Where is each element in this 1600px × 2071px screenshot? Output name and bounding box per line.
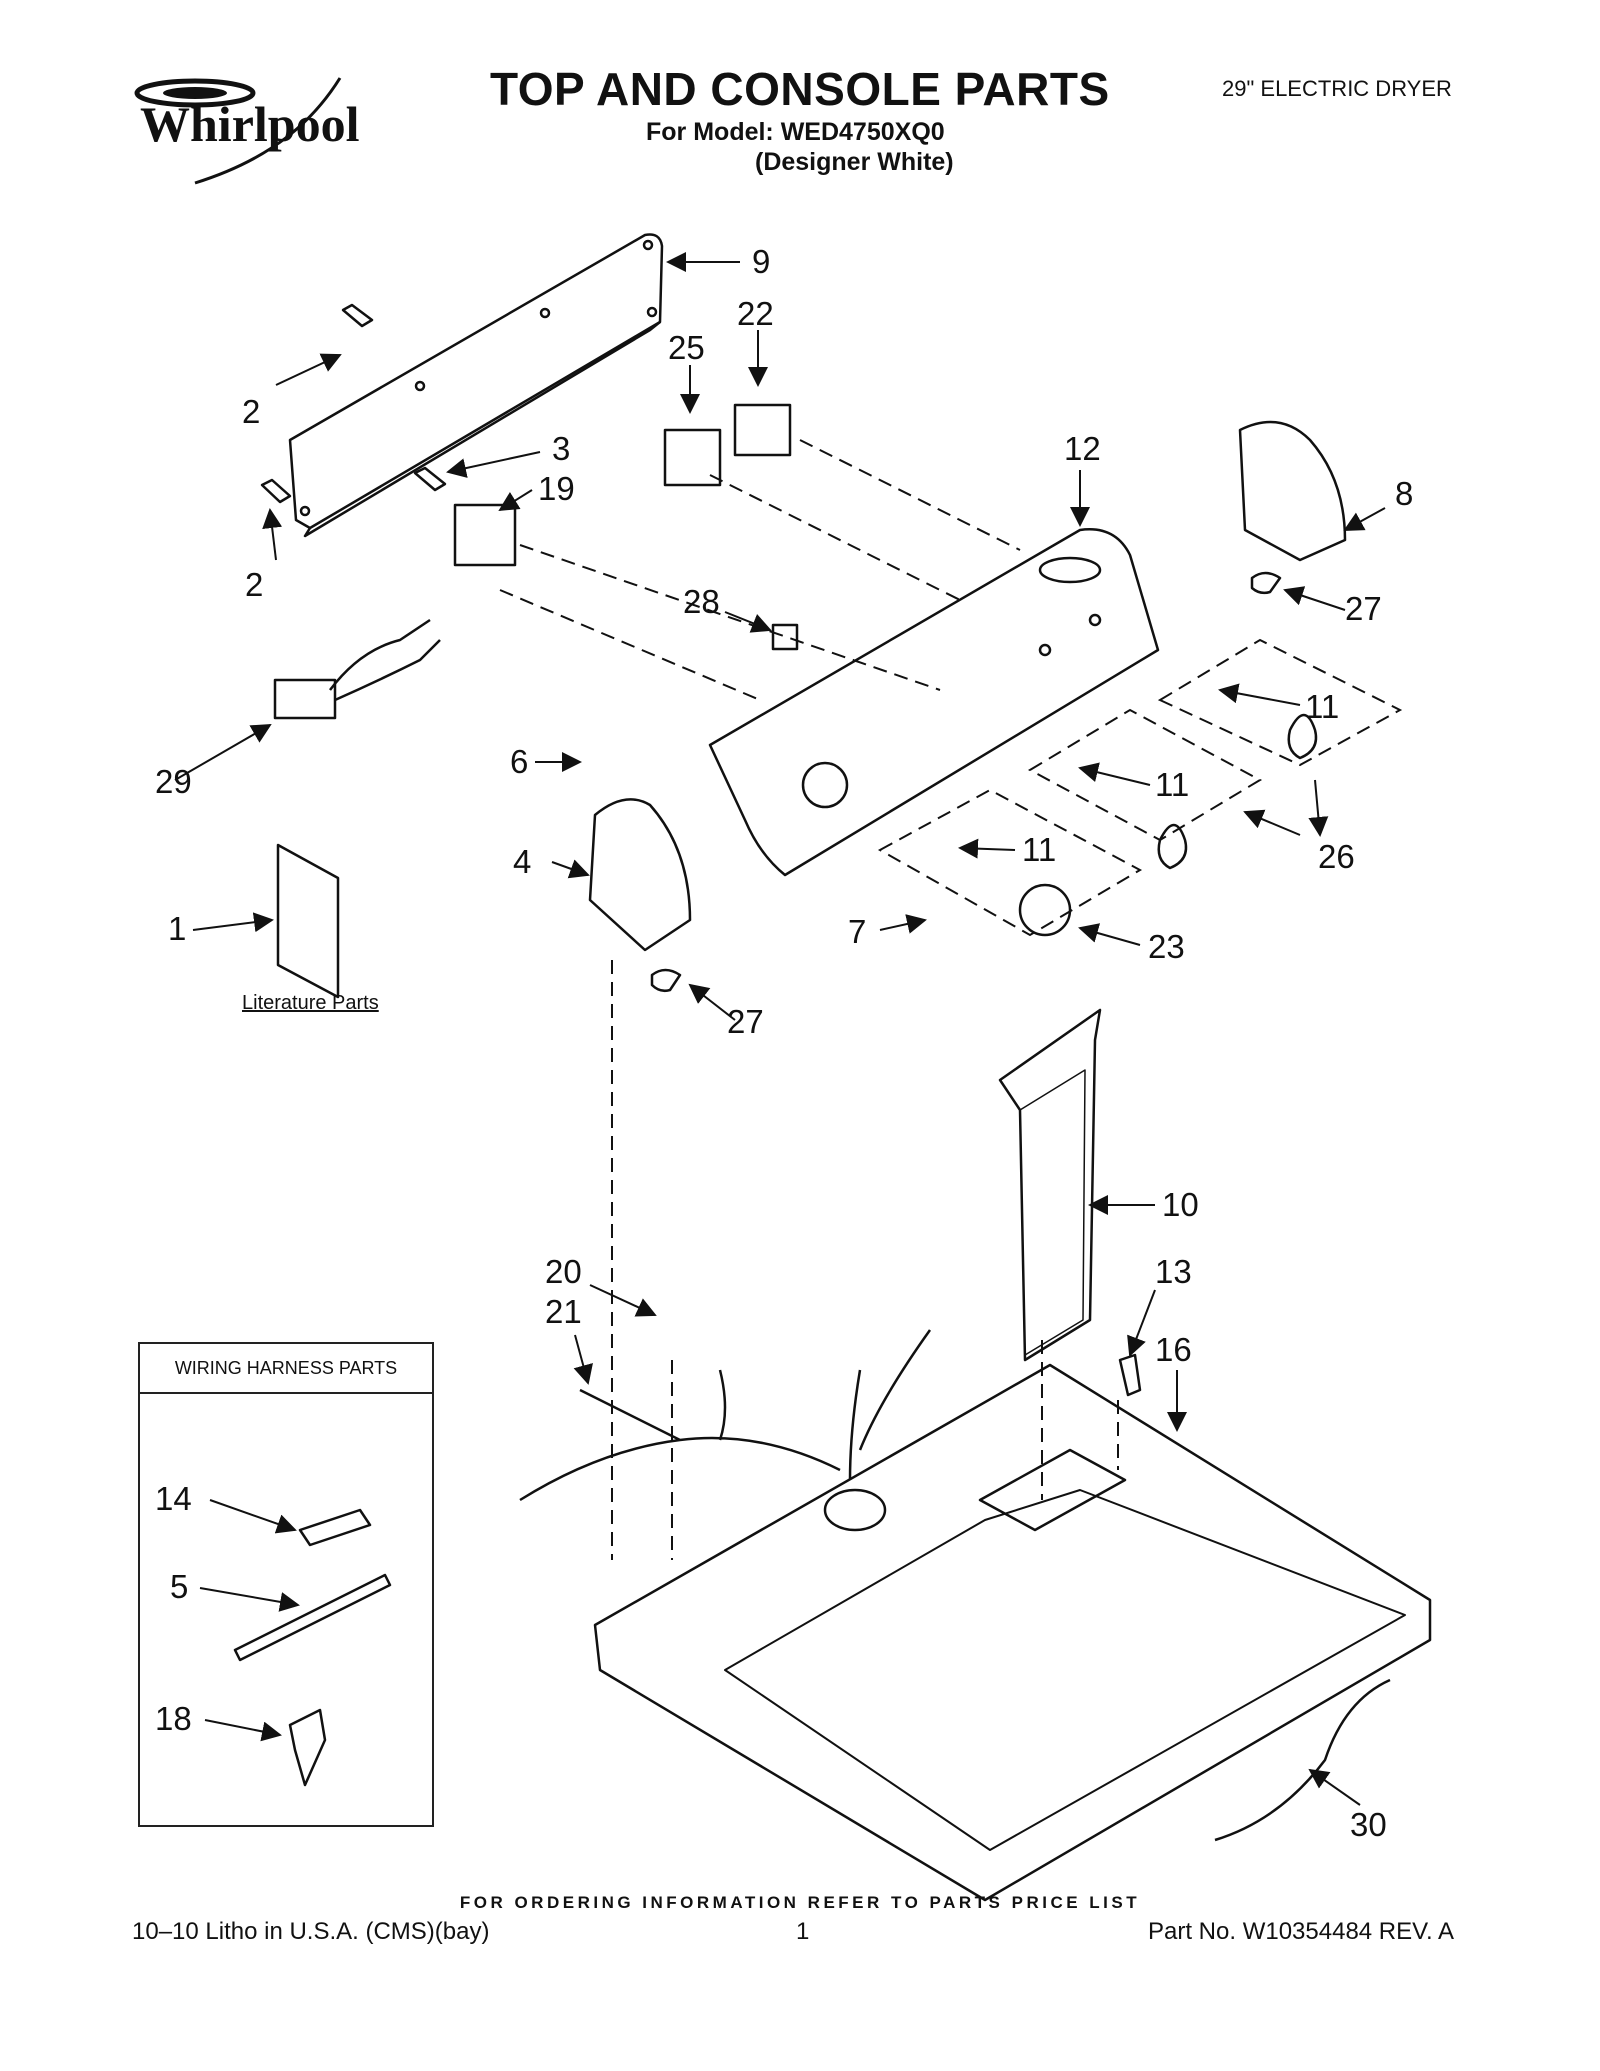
part-1-literature	[276, 843, 340, 999]
part-12-console	[708, 528, 1160, 877]
callout-16: 16	[1155, 1331, 1192, 1368]
product-type: 29" ELECTRIC DRYER	[1222, 76, 1452, 101]
part-16-top-panel	[593, 1363, 1432, 1902]
litho-info: 10–10 Litho in U.S.A. (CMS)(bay)	[132, 1918, 490, 1945]
part-28-clip	[771, 623, 799, 651]
part-25-switch	[663, 428, 722, 487]
part-21-wiring-harness	[519, 1329, 932, 1502]
part-26-knob-b	[1287, 713, 1318, 760]
brand-logo	[125, 58, 365, 188]
callout-8: 8	[1395, 475, 1414, 512]
callout-22: 22	[737, 295, 774, 332]
part-14-terminal	[298, 1508, 372, 1547]
part-9-bracket	[288, 233, 664, 530]
callout-13: 13	[1155, 1253, 1192, 1290]
part-29-harness-plug	[273, 678, 337, 720]
part-13-screw	[1118, 1353, 1142, 1397]
callout-20: 20	[545, 1253, 582, 1290]
callout-2-top: 2	[242, 393, 261, 430]
callout-25: 25	[668, 329, 705, 366]
callout-6: 6	[510, 743, 529, 780]
page-number: 1	[796, 1918, 810, 1945]
callout-27-left: 27	[727, 1003, 764, 1040]
part-10-lint-screen	[998, 1008, 1102, 1362]
model-line: For Model: WED4750XQ0	[646, 118, 945, 146]
part-23-knob	[1018, 883, 1072, 937]
callout-19: 19	[538, 470, 575, 507]
brand-name: Whirlpool	[140, 96, 360, 152]
callout-7: 7	[848, 913, 867, 950]
ordering-note: FOR ORDERING INFORMATION REFER TO PARTS …	[459, 1893, 1141, 1912]
part-27-clip-left	[650, 968, 682, 993]
callout-11-top: 11	[1305, 688, 1340, 725]
callout-4: 4	[513, 843, 532, 880]
wiring-harness-box	[138, 1342, 434, 1827]
part-19-switch	[453, 503, 517, 567]
callout-18: 18	[155, 1700, 192, 1737]
part-3-screw	[413, 466, 447, 492]
wiring-harness-title: WIRING HARNESS PARTS	[138, 1342, 434, 1394]
callout-1: 1	[168, 910, 187, 947]
part-2-screw-bottom	[260, 478, 292, 504]
part-5-cable-tie	[233, 1573, 392, 1662]
part-27-clip-right	[1250, 571, 1282, 595]
part-30-harness	[1214, 1678, 1391, 1842]
page-title: TOP AND CONSOLE PARTS	[490, 63, 1110, 115]
callout-5: 5	[170, 1568, 189, 1605]
part-4-end-cap	[588, 798, 692, 952]
part-26-knob-a	[1157, 823, 1188, 870]
part-22-switch	[733, 403, 792, 457]
callout-26: 26	[1318, 838, 1355, 875]
literature-parts-label: Literature Parts	[242, 992, 379, 1014]
part-2-screw-top	[341, 303, 374, 328]
part-number: Part No. W10354484 REV. A	[1148, 1918, 1454, 1945]
callout-10: 10	[1162, 1186, 1199, 1223]
part-18-clip	[288, 1708, 327, 1787]
part-8-end-cap	[1238, 420, 1347, 562]
callout-3: 3	[552, 430, 571, 467]
callout-14: 14	[155, 1480, 192, 1517]
callout-2-bottom: 2	[245, 566, 264, 603]
callout-27-right: 27	[1345, 590, 1382, 627]
callout-30: 30	[1350, 1806, 1387, 1843]
callout-21: 21	[545, 1293, 582, 1330]
callout-11-middle: 11	[1155, 766, 1190, 803]
callout-9: 9	[752, 243, 771, 280]
callout-29: 29	[155, 763, 192, 800]
color-line: (Designer White)	[755, 148, 954, 176]
callout-11-bottom: 11	[1022, 831, 1057, 868]
callout-23: 23	[1148, 928, 1185, 965]
callout-28: 28	[683, 583, 720, 620]
logo-swoosh-icon	[134, 77, 342, 185]
callout-12: 12	[1064, 430, 1101, 467]
